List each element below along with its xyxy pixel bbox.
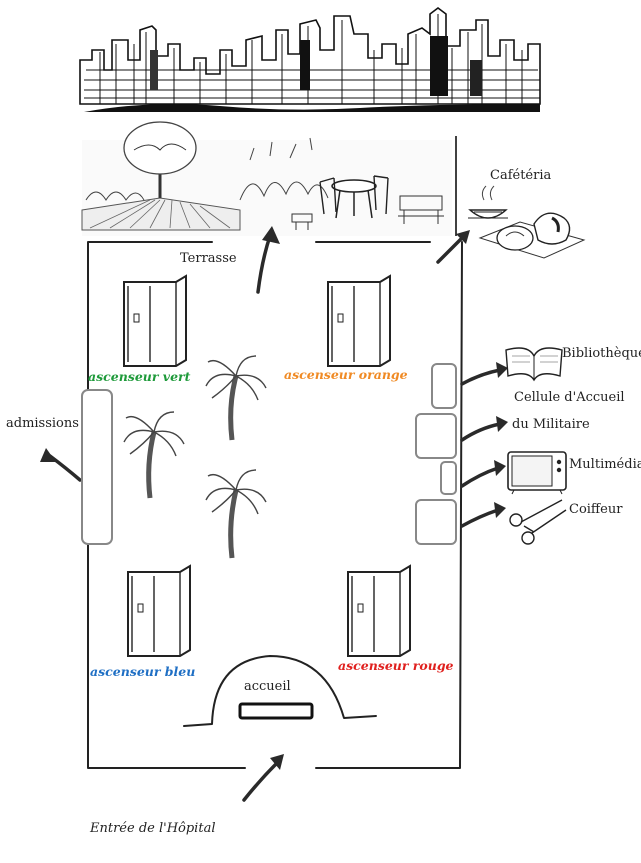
entrance-label: Entrée de l'Hôpital <box>89 821 215 836</box>
coiffeur-label: Coiffeur <box>569 502 623 517</box>
entrance-arrow <box>242 754 284 802</box>
palm-tree-icon <box>205 355 267 441</box>
cafeteria-label: Cafétéria <box>490 168 551 183</box>
terrasse-arrow <box>256 226 280 294</box>
cafeteria-arrow <box>436 230 470 264</box>
palm-tree-icon <box>123 411 185 499</box>
admissions-desk <box>81 389 113 545</box>
bibliotheque-label: Bibliothèque <box>562 346 641 361</box>
elevator-icon <box>347 564 411 657</box>
elevator-vert-label: ascenseur vert <box>88 369 191 384</box>
elevator-icon <box>127 564 191 657</box>
elevator-icon <box>327 274 391 367</box>
multimedia-label: Multimédia <box>569 457 641 472</box>
elevator-orange-label: ascenseur orange <box>284 367 408 382</box>
elevator-rouge-label: ascenseur rouge <box>338 658 454 673</box>
coffee-cup-icon <box>468 185 508 219</box>
city-skyline-icon <box>79 7 541 112</box>
terrasse-label: Terrasse <box>180 251 237 266</box>
palm-tree-icon <box>205 469 267 559</box>
cellule-label-line2: du Militaire <box>512 417 590 432</box>
elevator-bleu-label: ascenseur bleu <box>90 664 195 679</box>
admissions-arrow <box>40 448 82 482</box>
pastries-icon <box>478 212 586 259</box>
scissors-icon <box>509 499 567 545</box>
accueil-label: accueil <box>244 679 291 694</box>
admissions-label: admissions <box>6 416 79 431</box>
terrace-garden-icon <box>81 121 452 236</box>
open-book-icon <box>505 347 563 382</box>
reception-desk <box>183 655 377 727</box>
bibliotheque-arrow <box>460 362 508 386</box>
cellule-label-line1: Cellule d'Accueil <box>514 390 625 405</box>
cellule-arrow <box>460 416 508 442</box>
elevator-icon <box>123 274 187 367</box>
right-rooms <box>415 363 457 545</box>
television-icon <box>507 451 567 495</box>
coiffeur-arrow <box>460 502 506 528</box>
multimedia-arrow <box>460 460 506 488</box>
